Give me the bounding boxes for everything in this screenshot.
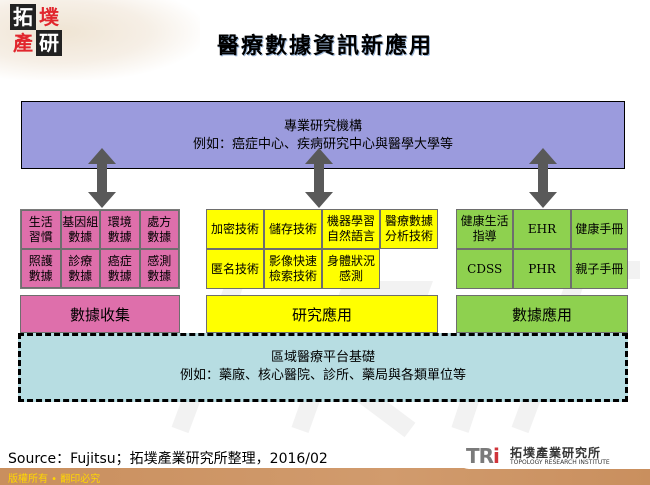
data-collection-label: 數據收集	[20, 295, 180, 333]
base-box-line2: 例如：藥廠、核心醫院、診所、藥局與各類單位等	[179, 368, 466, 383]
data-cell: 處方數據	[139, 210, 179, 249]
base-box-line1: 區域醫療平台基礎	[270, 350, 375, 365]
data-cell: 基因組數據	[60, 210, 100, 249]
tech-cell: 影像快速檢索技術	[264, 249, 322, 289]
source-note: Source：Fujitsu；拓墣產業研究所整理，2016/02	[8, 451, 328, 467]
application-cell: PHR	[513, 249, 571, 289]
tri-logo-mark: TRi	[466, 444, 500, 468]
tech-cell: 匿名技術	[206, 249, 264, 289]
application-cell: 健康生活指導	[456, 209, 514, 249]
double-arrow-icon	[305, 148, 333, 208]
application-cell: EHR	[513, 209, 571, 249]
data-cell: 癌症數據	[100, 249, 140, 288]
tech-cell: 加密技術	[206, 209, 264, 249]
application-cell: 健康手冊	[570, 209, 628, 249]
tech-cell: 醫療數據分析技術	[380, 209, 438, 249]
data-cell: 生活習慣	[21, 210, 61, 249]
research-application-grid: 加密技術 儲存技術 機器學習自然語言 醫療數據分析技術 匿名技術 影像快速檢索技…	[206, 209, 438, 289]
footer-bar	[0, 468, 650, 485]
tri-logo-background	[455, 442, 650, 469]
double-arrow-icon	[529, 148, 557, 208]
tri-logo-english: TOPOLOGY RESEARCH INSTITUTE	[510, 459, 610, 466]
page-title: 醫療數據資訊新應用	[216, 33, 433, 59]
top-box-line1: 專業研究機構	[283, 119, 362, 134]
copyright-text: 版權所有 • 翻印必究	[8, 474, 101, 485]
tech-cell: 機器學習自然語言	[322, 209, 380, 249]
research-application-label: 研究應用	[206, 295, 438, 333]
logo-char: 拓	[10, 4, 36, 30]
tri-logo-chinese: 拓墣產業研究所	[510, 446, 602, 460]
brand-logo: 拓 墣 產 研	[10, 4, 62, 56]
logo-char: 產	[13, 31, 33, 55]
data-cell: 照護數據	[21, 249, 61, 288]
data-cell: 診療數據	[60, 249, 100, 288]
data-collection-grid: 生活習慣 基因組數據 環境數據 處方數據 照護數據 診療數據 癌症數據 感測數據	[20, 209, 180, 289]
regional-platform-box: 區域醫療平台基礎 例如：藥廠、核心醫院、診所、藥局與各類單位等	[18, 333, 628, 402]
logo-char: 墣	[39, 5, 59, 29]
data-cell: 感測數據	[139, 249, 179, 288]
data-application-label: 數據應用	[456, 295, 628, 333]
top-box-line2: 例如：癌症中心、疾病研究中心與醫學大學等	[192, 137, 453, 152]
double-arrow-icon	[88, 148, 116, 208]
tech-cell: 儲存技術	[264, 209, 322, 249]
data-application-grid: 健康生活指導 EHR 健康手冊 CDSS PHR 親子手冊	[456, 209, 628, 289]
application-cell: CDSS	[456, 249, 514, 289]
tech-cell: 身體狀況感測	[322, 249, 380, 289]
logo-char: 研	[36, 30, 62, 56]
application-cell: 親子手冊	[570, 249, 628, 289]
data-cell: 環境數據	[100, 210, 140, 249]
